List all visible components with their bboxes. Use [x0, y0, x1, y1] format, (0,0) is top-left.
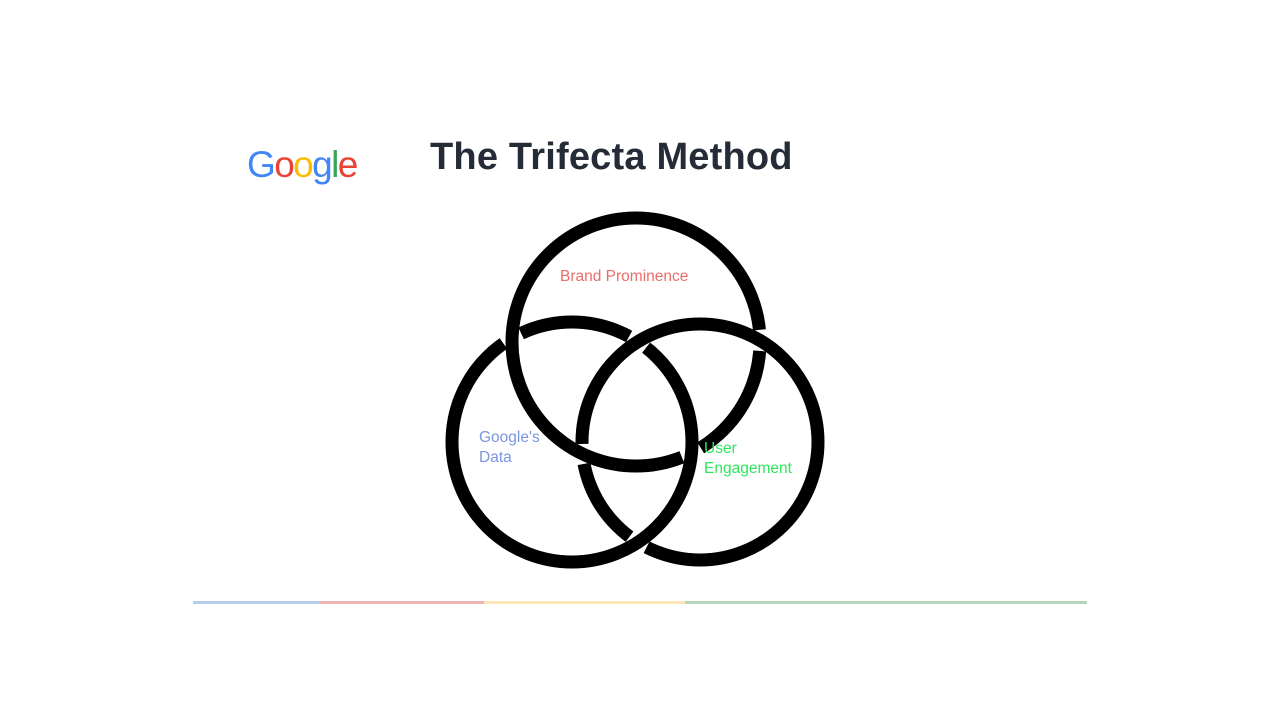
- divider-segment-3: [684, 601, 1087, 604]
- ring-label-user-engagement: User Engagement: [704, 440, 792, 477]
- logo-letter-g1: G: [247, 144, 276, 185]
- divider-segment-0: [193, 601, 320, 604]
- ring-label-brand-prominence: Brand Prominence: [560, 268, 689, 285]
- logo-letter-l: l: [331, 144, 339, 185]
- google-logo: Google: [247, 143, 387, 187]
- page-title: The Trifecta Method: [430, 136, 793, 178]
- ring-googles-data: [445, 315, 699, 569]
- logo-letter-g2: g: [312, 144, 333, 185]
- logo-letter-o2: o: [293, 144, 314, 185]
- divider-segment-2: [484, 601, 685, 604]
- logo-letter-e: e: [337, 144, 359, 185]
- ring-label-googles-data: Google's Data: [479, 429, 540, 466]
- trifecta-diagram: [430, 195, 840, 585]
- bottom-divider: [193, 601, 1087, 604]
- ring-user-engagement: [575, 317, 825, 567]
- borromean-rings-svg: [445, 211, 825, 569]
- logo-letter-o1: o: [274, 144, 295, 185]
- divider-segment-1: [319, 601, 485, 604]
